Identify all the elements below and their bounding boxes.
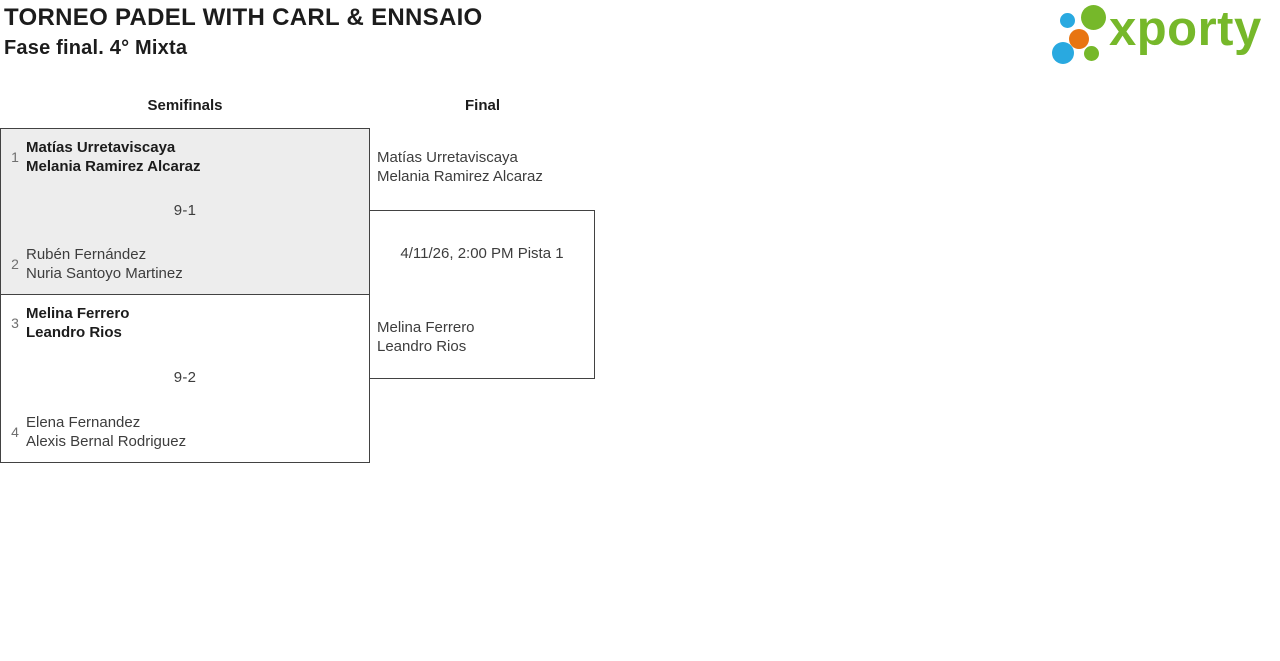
team-players: Rubén Fernández Nuria Santoyo Martinez [26,245,183,283]
player-name: Rubén Fernández [26,246,147,263]
logo-dot-blue-large-icon [1052,42,1074,64]
logo-dot-green-small-icon [1084,46,1099,61]
round-header-final: Final [464,97,500,114]
seed-number: 1 [11,149,19,165]
seed-number: 3 [11,315,19,331]
player-name: Leandro Rios [26,324,122,341]
seed-number: 4 [11,424,19,440]
match2-team-bottom: 4 Elena Fernandez Alexis Bernal Rodrigue… [9,413,361,451]
team-players: Elena Fernandez Alexis Bernal Rodriguez [26,413,186,451]
player-name: Melina Ferrero [26,305,130,322]
match1-team-bottom: 2 Rubén Fernández Nuria Santoyo Martinez [9,245,361,283]
final-team-top: Matías Urretaviscaya Melania Ramirez Alc… [377,148,543,186]
player-name: Elena Fernandez [26,414,141,431]
player-name: Melania Ramirez Alcaraz [377,168,543,185]
team-players: Matías Urretaviscaya Melania Ramirez Alc… [26,138,201,176]
page-subtitle: Fase final. 4° Mixta [4,37,188,59]
round-header-semifinals: Semifinals [147,97,223,114]
player-name: Matías Urretaviscaya [377,149,518,166]
team-players: Melina Ferrero Leandro Rios [26,304,129,342]
final-team-bottom: Melina Ferrero Leandro Rios [377,318,475,356]
final-match[interactable]: 4/11/26, 2:00 PM Pista 1 Melina Ferrero … [369,210,595,379]
match2-team-top: 3 Melina Ferrero Leandro Rios [9,304,361,342]
match2-score: 9-2 [173,369,197,386]
seed-number: 2 [11,256,19,272]
player-name: Matías Urretaviscaya [26,139,176,156]
logo-dot-orange-icon [1069,29,1089,49]
logo-dot-green-large-icon [1081,5,1106,30]
match1-team-top: 1 Matías Urretaviscaya Melania Ramirez A… [9,138,361,176]
final-schedule: 4/11/26, 2:00 PM Pista 1 [400,245,564,262]
semifinal-match-1[interactable]: 1 Matías Urretaviscaya Melania Ramirez A… [0,128,370,295]
player-name: Leandro Rios [377,338,467,355]
logo-wordmark: xporty [1109,2,1262,56]
match1-score: 9-1 [173,202,197,219]
player-name: Nuria Santoyo Martinez [26,265,183,282]
page-title: TORNEO PADEL WITH CARL & ENNSAIO [4,4,483,31]
player-name: Melania Ramirez Alcaraz [26,158,201,175]
player-name: Melina Ferrero [377,319,475,336]
semifinal-match-2[interactable]: 3 Melina Ferrero Leandro Rios 9-2 4 Elen… [0,294,370,463]
xporty-logo: xporty [1048,0,1280,70]
logo-dot-blue-small-icon [1060,13,1075,28]
player-name: Alexis Bernal Rodriguez [26,433,187,450]
